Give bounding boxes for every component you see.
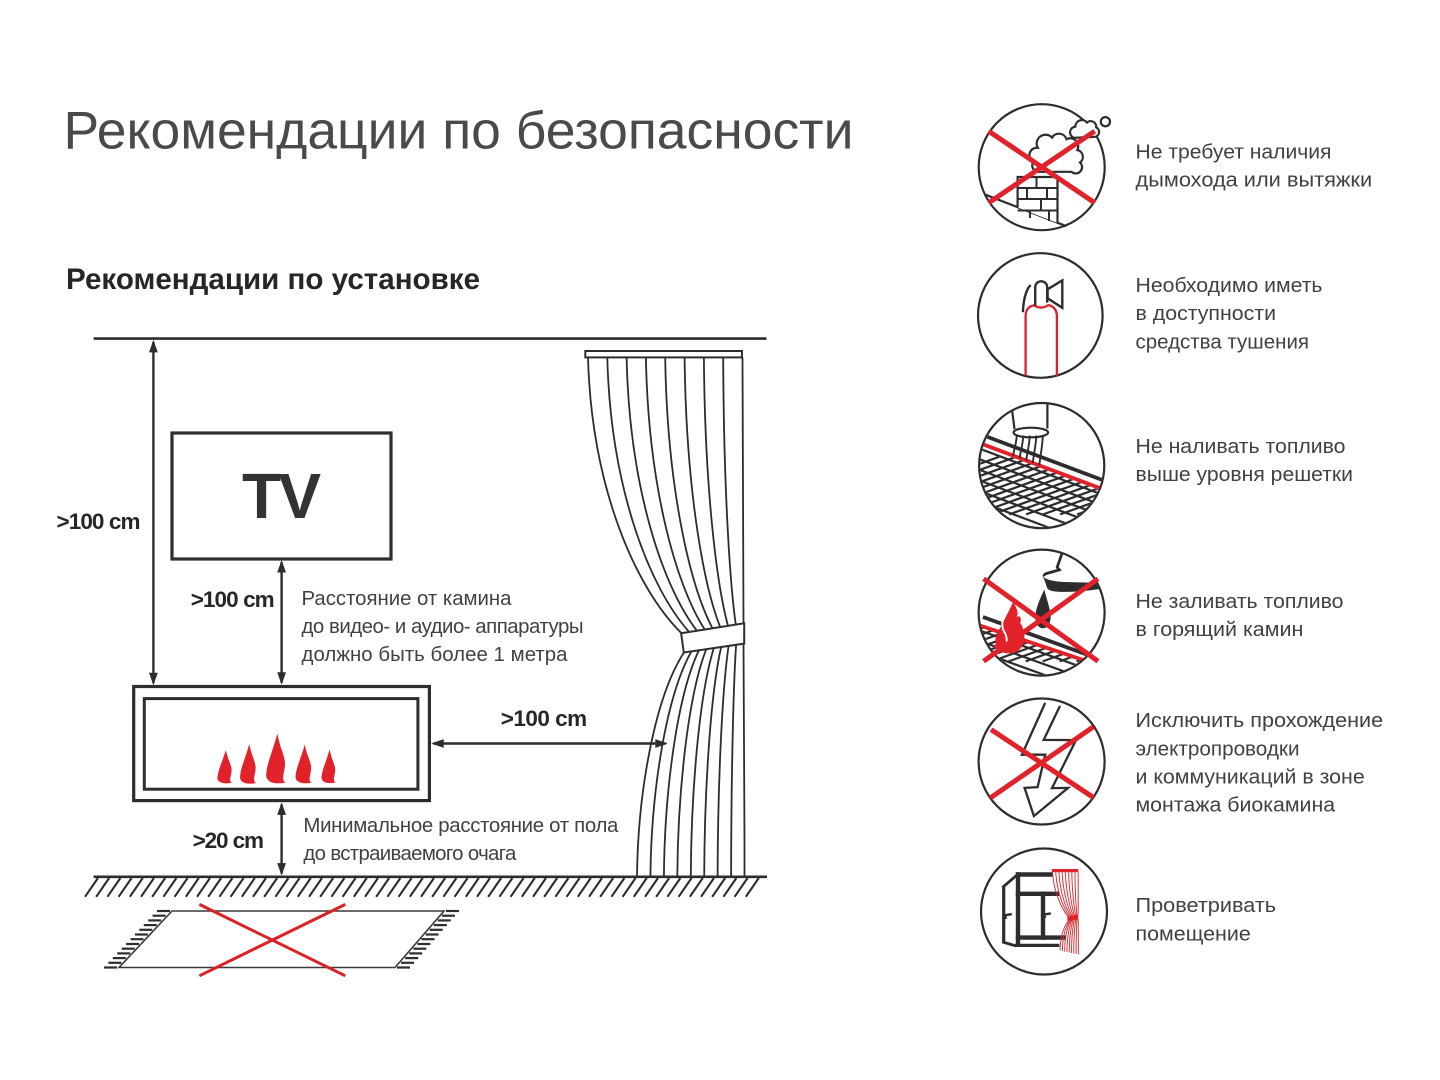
svg-text:>20 cm: >20 cm: [193, 828, 264, 853]
svg-text:Рекомендации по установке: Рекомендации по установке: [66, 263, 480, 296]
svg-text:до видео- и аудио- аппаратуры: до видео- и аудио- аппаратуры: [302, 616, 584, 638]
svg-text:в доступности: в доступности: [1136, 303, 1277, 325]
svg-text:должно быть более 1 метра: должно быть более 1 метра: [302, 644, 569, 666]
svg-text:>100 cm: >100 cm: [501, 706, 588, 731]
svg-text:>100 cm: >100 cm: [57, 509, 141, 534]
svg-text:монтажа биокамина: монтажа биокамина: [1136, 795, 1336, 817]
svg-text:Не заливать топливо: Не заливать топливо: [1136, 591, 1344, 613]
svg-text:до встраиваемого очага: до встраиваемого очага: [303, 843, 517, 865]
svg-text:дымохода или вытяжки: дымохода или вытяжки: [1136, 170, 1373, 192]
svg-text:TV: TV: [242, 460, 321, 532]
svg-text:Проветривать: Проветривать: [1136, 895, 1277, 917]
svg-text:Расстояние от камина: Расстояние от камина: [302, 588, 513, 610]
svg-text:Рекомендации по безопасности: Рекомендации по безопасности: [64, 101, 854, 160]
svg-text:помещение: помещение: [1136, 923, 1251, 945]
svg-text:Минимальное расстояние от пола: Минимальное расстояние от пола: [303, 815, 619, 837]
svg-text:Исключить прохождение: Исключить прохождение: [1136, 710, 1384, 732]
svg-text:электропроводки: электропроводки: [1136, 738, 1300, 760]
svg-text:Не требует наличия: Не требует наличия: [1136, 141, 1332, 163]
svg-text:Не наливать топливо: Не наливать топливо: [1136, 436, 1346, 458]
svg-text:в горящий камин: в горящий камин: [1136, 619, 1304, 641]
svg-text:Необходимо иметь: Необходимо иметь: [1136, 275, 1323, 297]
svg-text:выше уровня решетки: выше уровня решетки: [1136, 464, 1354, 486]
svg-text:и коммуникаций в зоне: и коммуникаций в зоне: [1136, 766, 1365, 788]
svg-text:средства тушения: средства тушения: [1136, 331, 1310, 353]
svg-text:>100 cm: >100 cm: [191, 587, 275, 612]
